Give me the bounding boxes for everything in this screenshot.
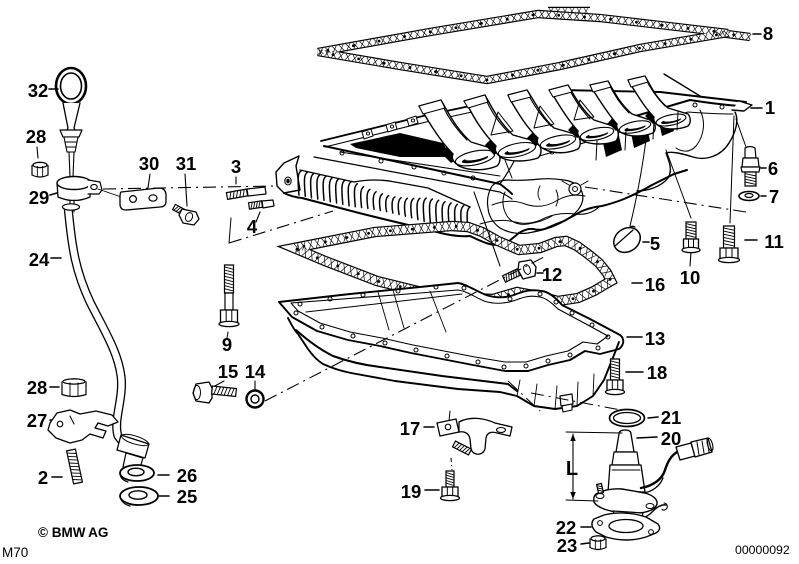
svg-text:© BMW AG: © BMW AG <box>38 525 108 540</box>
svg-text:32: 32 <box>28 80 49 101</box>
svg-text:8: 8 <box>763 23 773 44</box>
svg-text:29: 29 <box>29 187 50 208</box>
svg-text:6: 6 <box>768 158 778 179</box>
svg-text:10: 10 <box>680 267 701 288</box>
svg-text:4: 4 <box>247 216 258 237</box>
svg-text:13: 13 <box>645 328 666 349</box>
svg-text:18: 18 <box>647 362 668 383</box>
svg-text:5: 5 <box>650 233 660 254</box>
svg-text:28: 28 <box>26 126 47 147</box>
svg-text:26: 26 <box>177 465 198 486</box>
svg-text:11: 11 <box>764 231 784 252</box>
svg-text:23: 23 <box>557 535 578 556</box>
svg-text:17: 17 <box>400 418 421 439</box>
svg-text:M70: M70 <box>2 545 28 559</box>
svg-text:L: L <box>566 458 578 480</box>
svg-text:12: 12 <box>542 264 563 285</box>
svg-text:19: 19 <box>401 481 422 502</box>
svg-text:24: 24 <box>29 249 50 270</box>
svg-text:00000092: 00000092 <box>735 543 790 557</box>
svg-text:2: 2 <box>38 467 48 488</box>
svg-text:30: 30 <box>139 153 160 174</box>
svg-text:31: 31 <box>176 153 197 174</box>
svg-text:27: 27 <box>27 410 48 431</box>
svg-text:3: 3 <box>231 156 241 177</box>
svg-text:21: 21 <box>661 407 682 428</box>
svg-text:25: 25 <box>177 486 198 507</box>
svg-text:16: 16 <box>645 274 666 295</box>
svg-text:28: 28 <box>27 377 48 398</box>
svg-text:15: 15 <box>218 361 239 382</box>
svg-text:7: 7 <box>769 186 779 207</box>
svg-text:14: 14 <box>245 361 266 382</box>
svg-text:1: 1 <box>765 97 775 118</box>
